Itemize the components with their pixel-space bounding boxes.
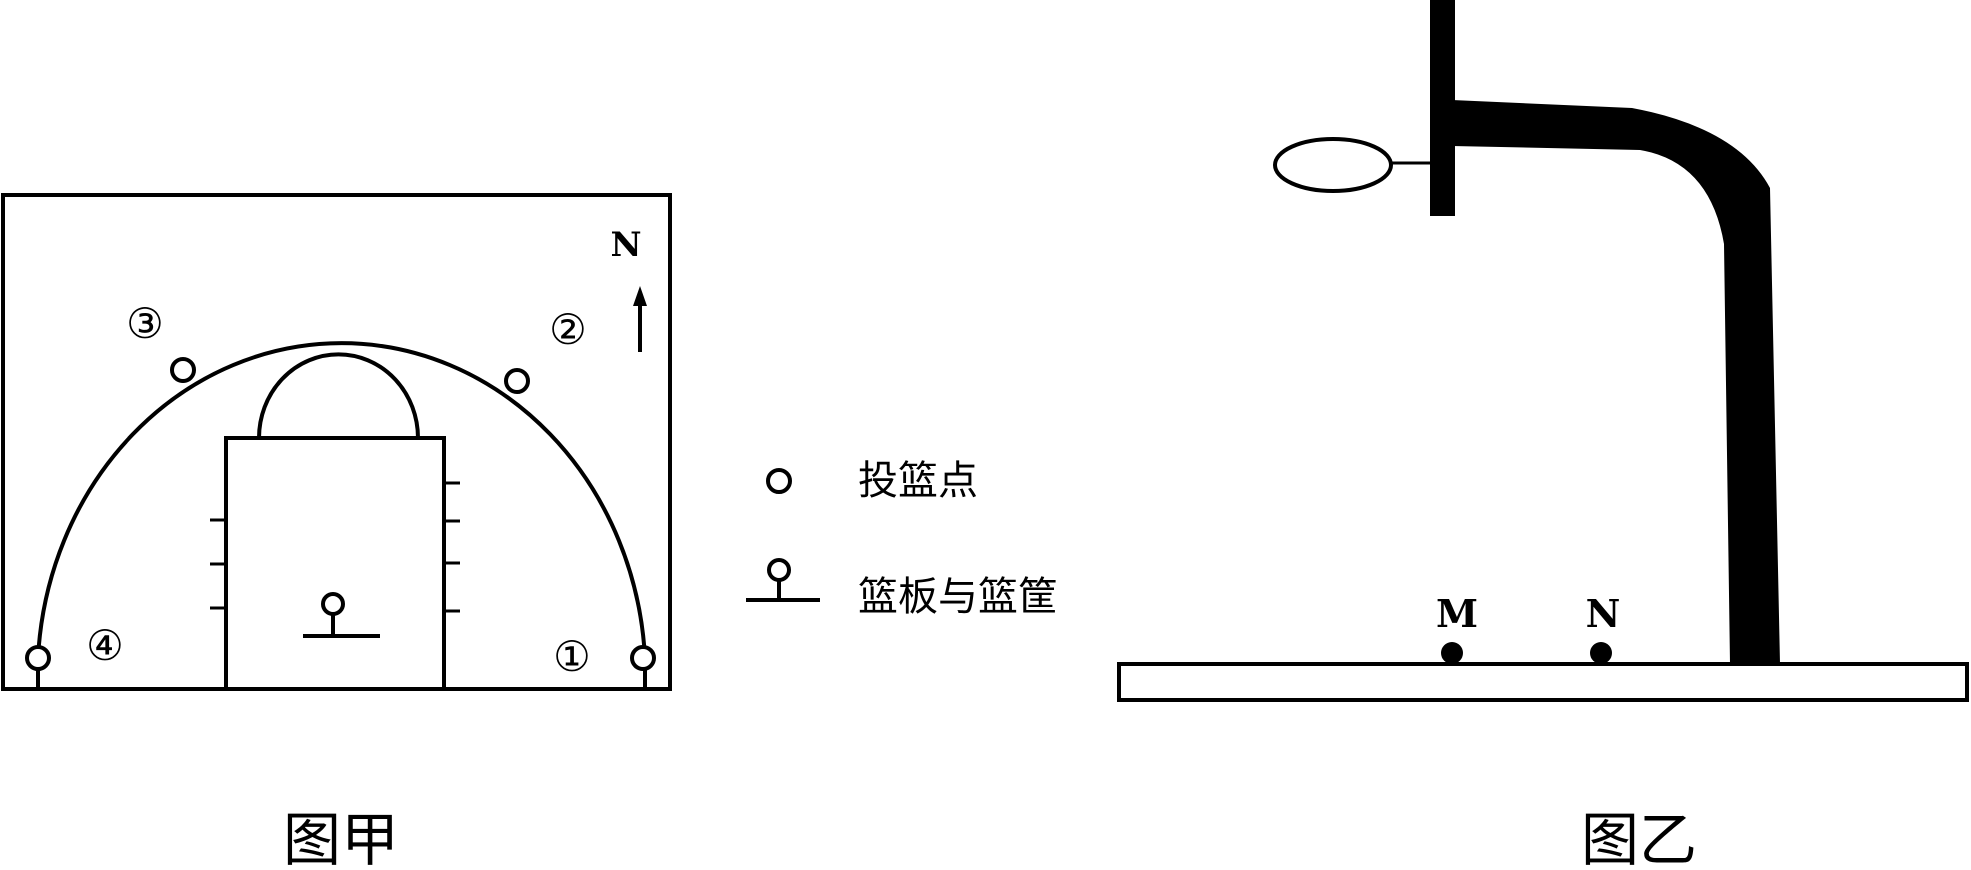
point-n-marker [1590, 642, 1612, 664]
legend-shot-point-label: 投篮点 [858, 458, 978, 504]
legend-shot-point-icon [766, 468, 792, 494]
key-area [224, 436, 446, 691]
shot-point-1 [630, 645, 656, 671]
ground-slab [1117, 662, 1969, 702]
label-point-2: ② [549, 305, 587, 354]
shot-point-3 [170, 357, 196, 383]
three-point-arc [36, 341, 647, 689]
shot-point-2 [504, 368, 530, 394]
label-point-3: ③ [126, 299, 164, 348]
label-point-1: ① [553, 632, 591, 681]
free-throw-semicircle [257, 352, 420, 439]
lane-marks-left [210, 518, 226, 610]
hoop [1273, 137, 1393, 193]
shot-point-4 [25, 645, 51, 671]
backboard [1430, 0, 1455, 216]
lane-marks-right [444, 481, 460, 613]
legend-backboard-hoop-label: 篮板与篮筐 [858, 574, 1058, 620]
figure-a: ① ② ③ ④ N 图甲 [1, 193, 672, 870]
caption-figure-a: 图甲 [283, 806, 399, 870]
north-label: N [610, 225, 641, 265]
point-n-label: N [1586, 591, 1621, 636]
north-arrow-icon [633, 286, 647, 352]
backboard-hoop-symbol [303, 592, 380, 638]
point-m-marker [1441, 642, 1463, 664]
figure-b: M N 图乙 [1117, 0, 1969, 870]
point-m-label: M [1436, 591, 1478, 636]
legend: 投篮点 篮板与篮筐 [746, 458, 1058, 620]
caption-figure-b: 图乙 [1581, 806, 1697, 870]
support-pole [1452, 100, 1780, 664]
label-point-4: ④ [86, 621, 124, 670]
legend-backboard-hoop-icon [746, 558, 820, 602]
